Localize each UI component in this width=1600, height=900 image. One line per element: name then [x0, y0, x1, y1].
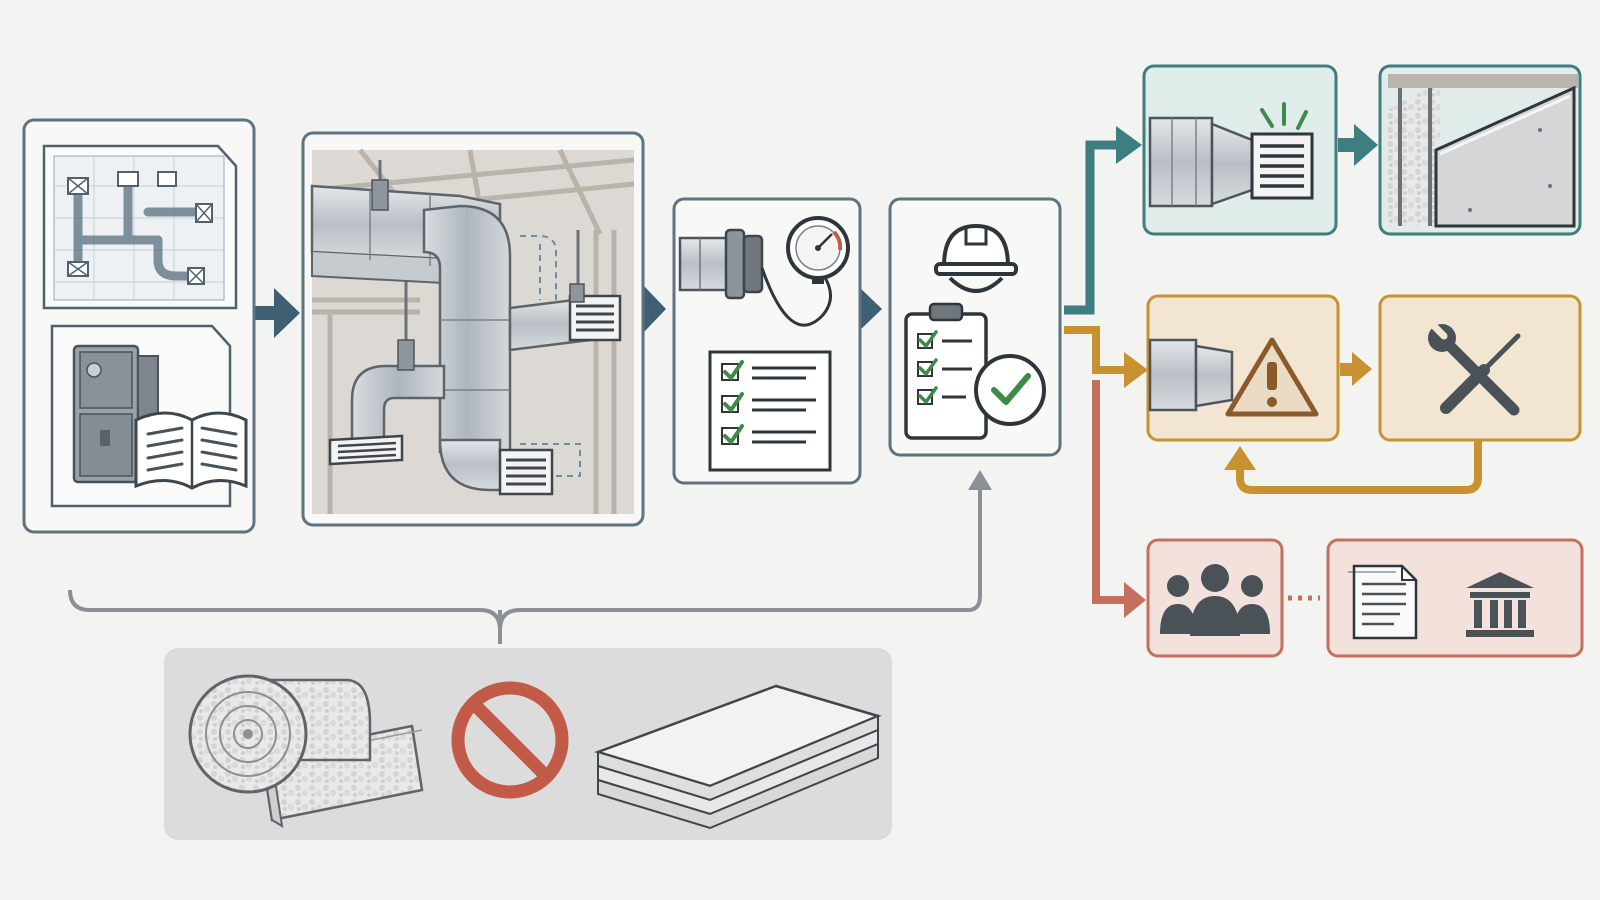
hard-hat-icon — [934, 223, 1018, 293]
edge-inspector-to-fail — [1064, 326, 1148, 388]
pressure-gauge-icon — [760, 216, 850, 327]
edge-repair-loop-back — [1224, 440, 1482, 494]
node-report-people — [1146, 538, 1284, 658]
airflow-lines-icon — [1260, 102, 1308, 130]
duct-register-icon — [1148, 116, 1314, 208]
insulation-roll-icon — [188, 674, 424, 828]
edge-plans-to-install — [254, 288, 300, 338]
node-inspector-review — [888, 197, 1062, 457]
document-icon — [1348, 564, 1418, 640]
node-pressure-test — [672, 197, 862, 485]
blueprint-icon — [42, 144, 238, 310]
register-vent-icon — [328, 294, 622, 496]
prohibited-icon — [451, 681, 569, 799]
warning-triangle-icon — [1225, 337, 1319, 417]
node-pass-ready-duct — [1142, 64, 1338, 236]
node-pass-cover-wall — [1378, 64, 1582, 236]
edge-inspector-to-report — [1092, 380, 1146, 618]
node-prohibited-materials — [164, 648, 892, 840]
node-plans-and-specs — [22, 118, 256, 534]
insulated-wall-icon — [1388, 74, 1578, 226]
duct-fitting-icon — [678, 228, 764, 300]
drywall-panel-icon — [1434, 85, 1576, 228]
screwdriver-icon — [1440, 333, 1521, 414]
node-report-document-authority — [1326, 538, 1584, 658]
ductwork-scene-icon — [310, 148, 635, 514]
edge-fail-to-repair — [1340, 352, 1372, 386]
approved-check-icon — [974, 354, 1046, 426]
edge-pass-to-wall — [1338, 124, 1378, 166]
node-ductwork-installation — [301, 131, 645, 527]
clipboard-checklist-icon — [904, 302, 988, 440]
manual-book-icon — [134, 411, 248, 490]
edge-materials-bracket — [68, 470, 992, 644]
people-group-icon — [1160, 564, 1270, 636]
node-fail-repair — [1378, 294, 1582, 442]
drywall-stack-icon — [594, 684, 882, 830]
node-fail-duct-warning — [1146, 294, 1340, 442]
checklist-icon — [708, 350, 832, 472]
edge-inspector-to-pass — [1064, 126, 1142, 315]
duct-fitting-icon — [1148, 338, 1234, 412]
government-building-icon — [1466, 572, 1534, 637]
